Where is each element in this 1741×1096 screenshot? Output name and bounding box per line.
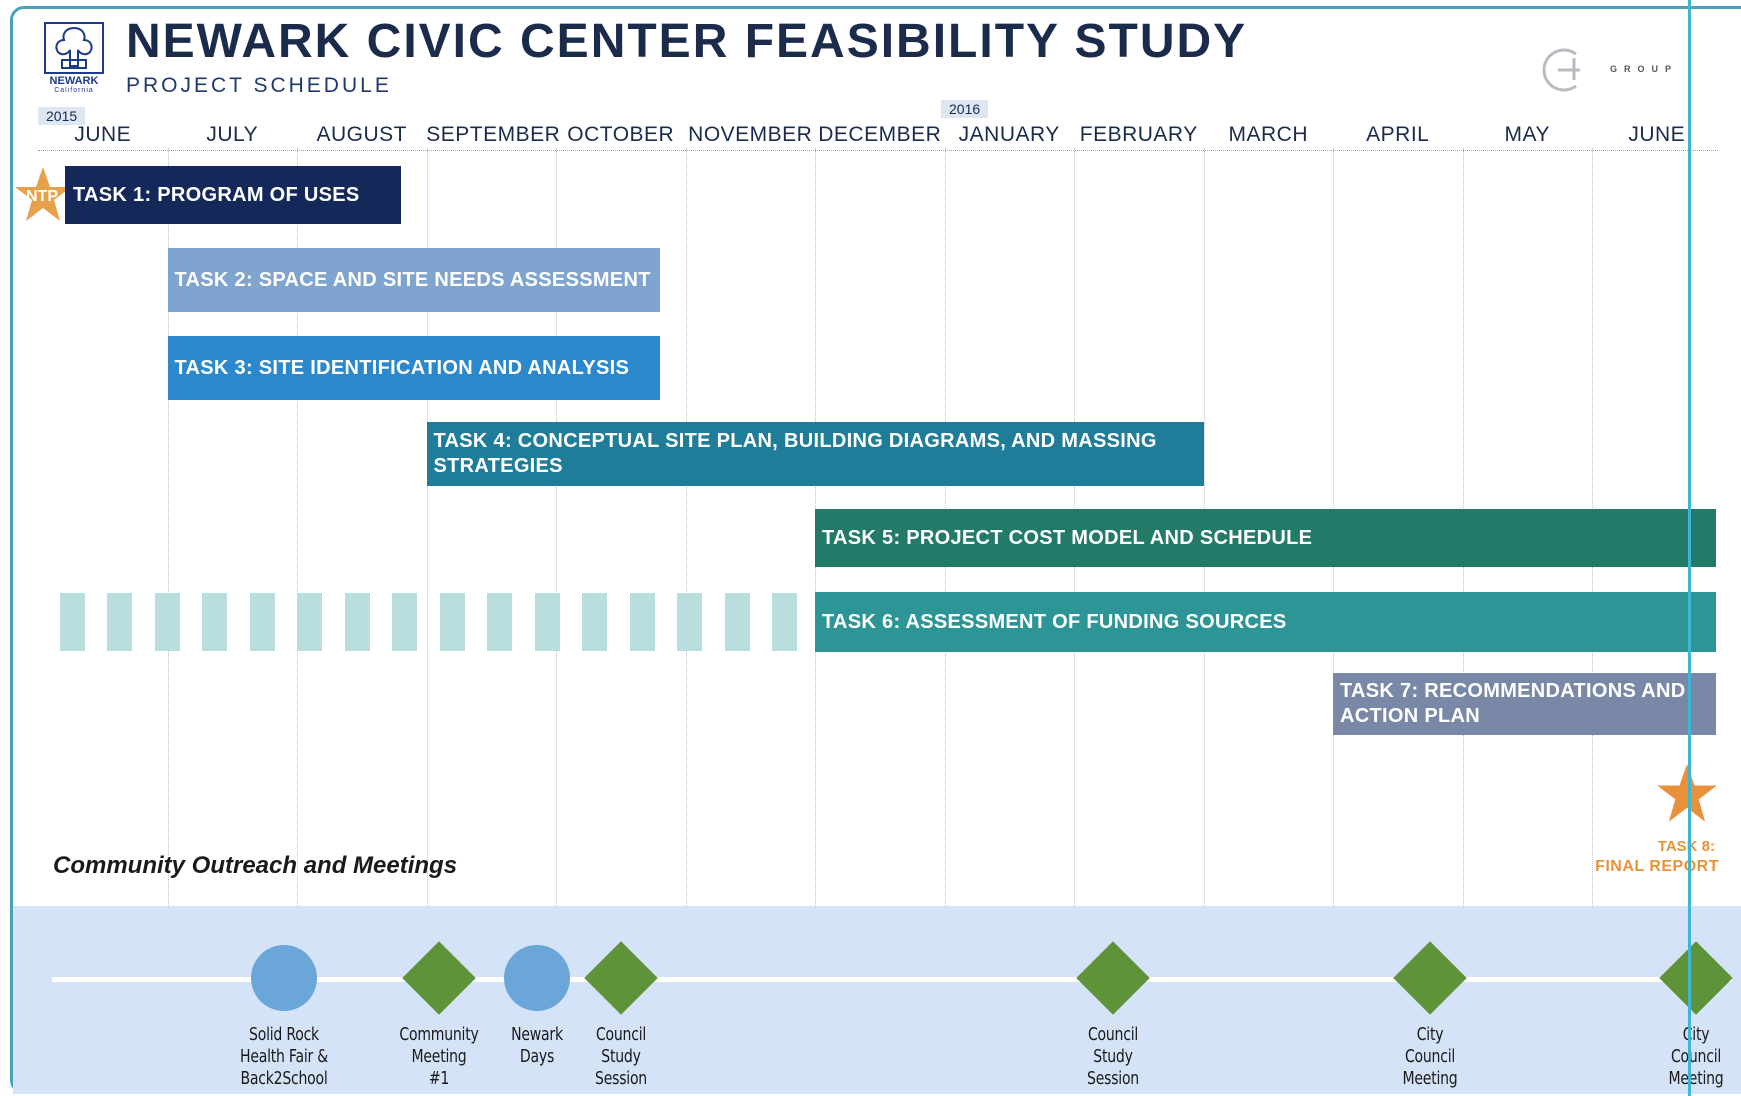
event-label-line: Council <box>1087 1024 1138 1045</box>
final-report-star-icon <box>1657 764 1717 822</box>
month-label: JULY <box>206 123 259 146</box>
event-label-line: Meeting <box>411 1046 467 1067</box>
task-label: TASK 6: ASSESSMENT OF FUNDING SOURCES <box>822 610 1287 633</box>
funding-dash <box>107 593 133 651</box>
event-label-line: Days <box>519 1046 554 1067</box>
event-label-line: Study <box>601 1046 641 1067</box>
task-label: TASK 2: SPACE AND SITE NEEDS ASSESSMENT <box>174 268 651 291</box>
task-bar-4: TASK 4: CONCEPTUAL SITE PLAN, BUILDING D… <box>426 422 1204 486</box>
month-label: JANUARY <box>958 123 1060 146</box>
event-label-line: Meeting <box>1402 1068 1458 1089</box>
logo-subtext: California <box>54 87 94 94</box>
page-subtitle: PROJECT SCHEDULE <box>126 74 392 97</box>
month-label: NOVEMBER <box>688 123 813 146</box>
event-label-line: Newark <box>510 1024 563 1045</box>
edge-line <box>1688 0 1691 1096</box>
task-label: TASK 1: PROGRAM OF USES <box>73 183 360 206</box>
month-label: OCTOBER <box>567 123 675 146</box>
month-gridline <box>426 148 428 1094</box>
funding-dash <box>249 593 275 651</box>
funding-dash <box>629 593 655 651</box>
task-label: TASK 5: PROJECT COST MODEL AND SCHEDULE <box>822 526 1313 549</box>
month-label: SEPTEMBER <box>426 123 561 146</box>
event-label-line: Session <box>594 1068 647 1089</box>
brand-text: GROUP <box>1610 64 1679 74</box>
month-label: DECEMBER <box>818 123 942 146</box>
task8-label: TASK 8: <box>1657 838 1715 855</box>
event-label-line: Health Fair & <box>240 1046 329 1067</box>
funding-dash <box>439 593 465 651</box>
event-circle-marker <box>251 945 318 1011</box>
month-label: APRIL <box>1366 123 1430 146</box>
logo-text: NEWARK <box>50 75 99 87</box>
page-title: NEWARK CIVIC CENTER FEASIBILITY STUDY <box>126 15 1248 68</box>
event-label-line: Meeting <box>1668 1068 1724 1089</box>
task-bar-6: TASK 6: ASSESSMENT OF FUNDING SOURCES <box>815 592 1716 652</box>
month-label: MARCH <box>1228 123 1308 146</box>
event-label-line: Council <box>1670 1046 1721 1067</box>
funding-dash <box>724 593 750 651</box>
event-label-line: Community <box>399 1024 480 1045</box>
task-bar-1: TASK 1: PROGRAM OF USES <box>65 166 401 224</box>
brand-logo <box>1542 48 1580 92</box>
month-label: MAY <box>1504 123 1550 146</box>
funding-dash <box>582 593 608 651</box>
funding-dash <box>392 593 418 651</box>
task8-final-report-label: FINAL REPORT <box>1595 858 1719 875</box>
task-label: TASK 7: RECOMMENDATIONS AND ACTION PLAN <box>1340 680 1686 727</box>
funding-dash <box>154 593 180 651</box>
task-bar-3: TASK 3: SITE IDENTIFICATION AND ANALYSIS <box>167 336 660 400</box>
funding-dash <box>772 593 798 651</box>
outreach-timeline-line <box>52 977 1732 982</box>
month-label: FEBRUARY <box>1079 123 1198 146</box>
task-bar-2: TASK 2: SPACE AND SITE NEEDS ASSESSMENT <box>167 248 660 312</box>
task-label: TASK 4: CONCEPTUAL SITE PLAN, BUILDING D… <box>433 430 1157 477</box>
event-label-line: Study <box>1093 1046 1133 1067</box>
funding-dash <box>202 593 228 651</box>
event-label-line: #1 <box>429 1068 450 1089</box>
header-divider <box>38 150 1718 151</box>
funding-dash <box>344 593 370 651</box>
ntp-star-icon <box>15 167 71 221</box>
outreach-title: Community Outreach and Meetings <box>53 852 458 879</box>
task-label: TASK 3: SITE IDENTIFICATION AND ANALYSIS <box>174 356 630 379</box>
newark-logo: NEWARK California <box>44 22 104 94</box>
funding-dash <box>59 593 85 651</box>
event-circle-marker <box>503 945 570 1011</box>
month-label: AUGUST <box>316 123 407 146</box>
month-label: JUNE <box>74 123 132 146</box>
funding-dash <box>487 593 513 651</box>
funding-dash <box>297 593 323 651</box>
month-label: JUNE <box>1628 123 1686 146</box>
task-bar-5: TASK 5: PROJECT COST MODEL AND SCHEDULE <box>815 509 1716 567</box>
year-label-2015: 2015 <box>38 107 86 125</box>
task-bar-7: TASK 7: RECOMMENDATIONS AND ACTION PLAN <box>1333 673 1716 735</box>
ntp-label: NTP <box>26 188 58 205</box>
event-label-line: Session <box>1086 1068 1139 1089</box>
funding-dash <box>534 593 560 651</box>
event-label-line: Back2School <box>240 1068 328 1089</box>
event-label-line: Solid Rock <box>249 1024 320 1045</box>
event-label-line: Council <box>595 1024 646 1045</box>
event-label-line: City <box>1416 1024 1444 1045</box>
funding-dash <box>677 593 703 651</box>
year-label-2016: 2016 <box>941 100 989 118</box>
event-label-line: Council <box>1405 1046 1456 1067</box>
